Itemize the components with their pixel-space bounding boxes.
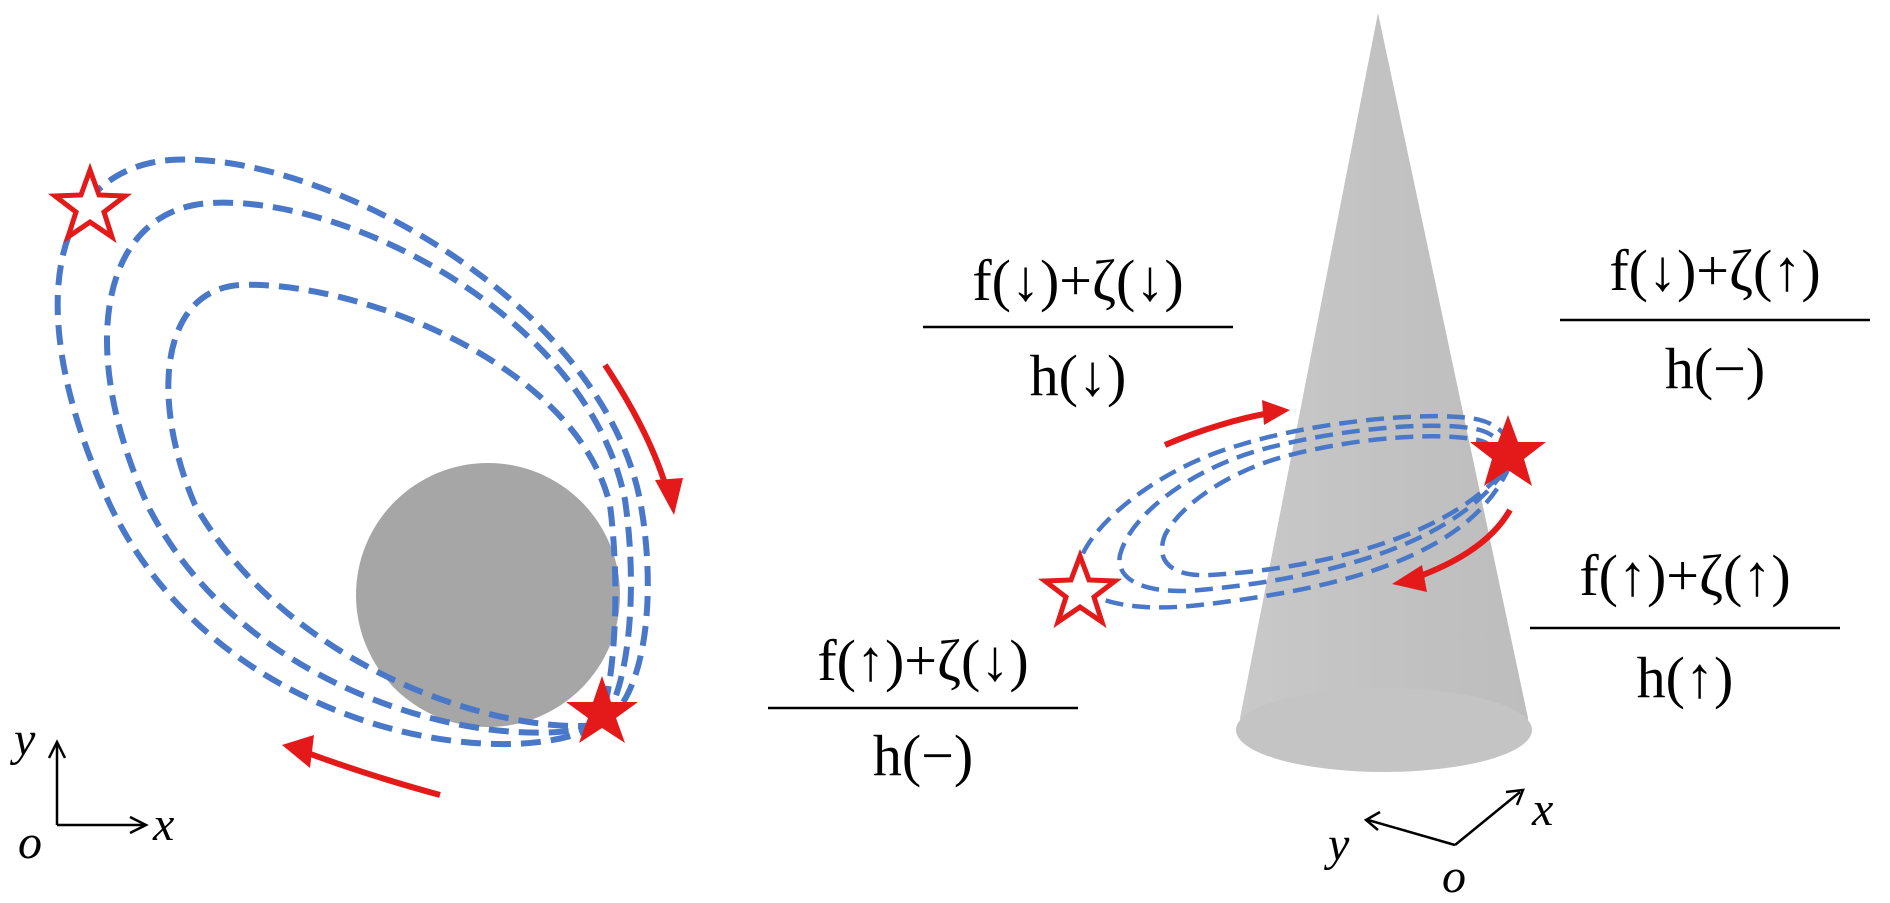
cone-base	[1236, 688, 1532, 772]
right-axis-origin-label: o	[1442, 850, 1466, 903]
label-upper-right-denominator: h(−)	[1665, 336, 1765, 401]
orbit-inner	[165, 281, 619, 729]
label-upper-left-numerator: f(↓)+ζ(↓)	[972, 248, 1183, 313]
right-axes	[1363, 788, 1525, 847]
right-axis-y-label: y	[1323, 818, 1350, 871]
label-lower-left: f(↑)+ζ(↓) h(−)	[768, 628, 1078, 788]
label-upper-right: f(↓)+ζ(↑) h(−)	[1560, 238, 1870, 401]
arrow-head-bottom	[282, 735, 314, 768]
label-lower-right-numerator: f(↑)+ζ(↑)	[1579, 543, 1790, 608]
arrow-lower	[1413, 508, 1513, 581]
orbit3d-middle	[1117, 423, 1509, 594]
label-lower-left-denominator: h(−)	[873, 723, 973, 788]
arrow-head-right	[655, 478, 683, 515]
arrow-upper	[1163, 410, 1271, 448]
orbit-outer	[54, 156, 651, 748]
right-axis-x-label: x	[1531, 783, 1553, 836]
arrow-head-upper	[1262, 400, 1290, 425]
arrow-clockwise-right	[602, 363, 670, 491]
central-body	[356, 463, 620, 727]
label-upper-right-numerator: f(↓)+ζ(↑)	[1609, 238, 1820, 303]
arrow-bottom	[303, 749, 441, 798]
right-panel: f(↓)+ζ(↓) h(↓) f(↓)+ζ(↑) h(−) f(↑)+ζ(↑) …	[768, 13, 1870, 903]
cone	[1240, 13, 1528, 758]
label-upper-left-denominator: h(↓)	[1030, 343, 1127, 408]
star-outline-icon	[47, 162, 133, 244]
left-axis-y-label: y	[9, 713, 36, 766]
star-filled-icon	[566, 676, 638, 743]
star-filled-icon-3d	[1470, 415, 1546, 486]
left-panel: y x o	[9, 156, 683, 869]
left-axis-x-label: x	[152, 798, 174, 851]
orbit3d-outer	[1075, 413, 1514, 610]
label-lower-right-denominator: h(↑)	[1637, 645, 1734, 710]
label-upper-left: f(↓)+ζ(↓) h(↓)	[923, 248, 1233, 408]
label-lower-right: f(↑)+ζ(↑) h(↑)	[1530, 543, 1840, 710]
left-axes	[47, 739, 149, 835]
arrow-head-lower	[1392, 565, 1427, 592]
left-axis-origin-label: o	[18, 816, 42, 869]
orbit-middle	[103, 199, 634, 736]
orbit3d-inner	[1159, 434, 1504, 578]
label-lower-left-numerator: f(↑)+ζ(↓)	[817, 628, 1028, 693]
star-outline-icon-3d	[1037, 548, 1123, 629]
